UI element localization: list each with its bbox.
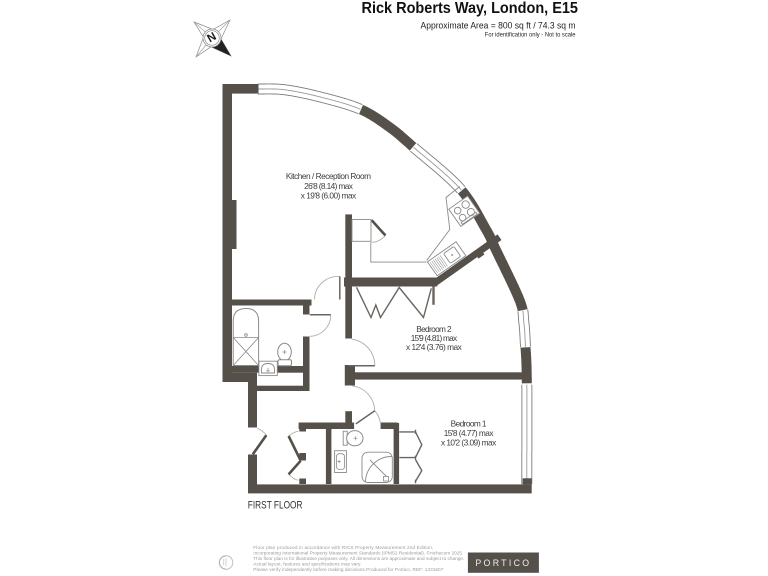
svg-text:15'9 (4.81) max: 15'9 (4.81) max — [411, 333, 458, 343]
svg-text:Please verify independently be: Please verify independently before makin… — [253, 567, 443, 572]
svg-text:x 12'4 (3.76) max: x 12'4 (3.76) max — [406, 342, 463, 352]
svg-text:x 10'2 (3.09) max: x 10'2 (3.09) max — [441, 437, 497, 447]
svg-text:Floor plan produced in accorda: Floor plan produced in accordance with R… — [253, 545, 433, 550]
svg-text:Actual layout, features and sp: Actual layout, features and specificatio… — [253, 561, 361, 566]
svg-text:Bedroom 1: Bedroom 1 — [451, 419, 487, 429]
svg-text:Kitchen / Reception Room: Kitchen / Reception Room — [286, 171, 371, 181]
svg-text:Rick Roberts Way, London, E15: Rick Roberts Way, London, E15 — [362, 0, 579, 17]
svg-text:Bedroom 2: Bedroom 2 — [416, 324, 452, 334]
svg-text:Incorporating International Pr: Incorporating International Property Mea… — [253, 549, 463, 555]
svg-text:This floor plan is for illustr: This floor plan is for illustrative purp… — [253, 556, 464, 561]
svg-text:15'8 (4.77) max: 15'8 (4.77) max — [444, 428, 495, 438]
svg-text:For identification only - Not: For identification only - Not to scale — [485, 32, 576, 39]
svg-text:FIRST FLOOR: FIRST FLOOR — [248, 500, 303, 512]
svg-text:PORTICO: PORTICO — [475, 558, 531, 569]
svg-text:26'8 (8.14) max: 26'8 (8.14) max — [304, 181, 354, 191]
svg-text:Approximate Area = 800 sq ft /: Approximate Area = 800 sq ft / 74.3 sq m — [421, 20, 576, 30]
svg-text:x 19'8 (6.00) max: x 19'8 (6.00) max — [301, 191, 357, 201]
